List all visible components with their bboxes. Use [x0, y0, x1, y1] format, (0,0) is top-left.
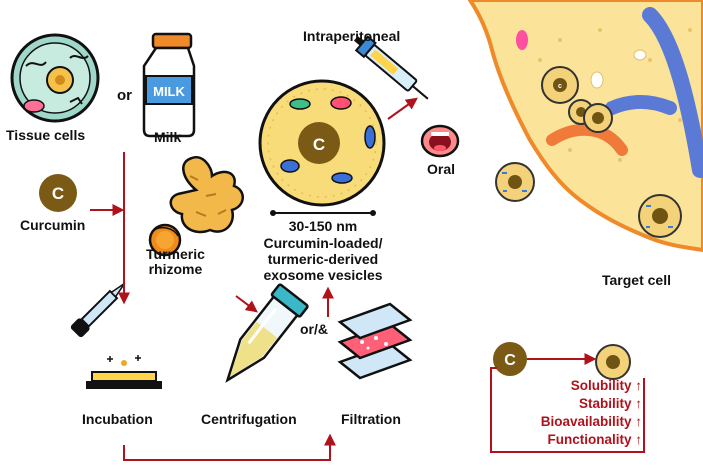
oral-label: Oral	[427, 161, 456, 177]
tissue-cell-icon	[10, 33, 100, 123]
exosome-size-label: 30-150 nm	[288, 218, 358, 234]
internal-vesicle-3	[583, 103, 613, 133]
centrifuge-tube-icon	[225, 283, 309, 383]
intraperitoneal-label: Intraperitoneal	[303, 28, 401, 44]
svg-text:C: C	[52, 184, 64, 203]
target-cell: c	[467, 0, 703, 253]
target-cell-label: Target cell	[602, 272, 671, 288]
mouth-icon	[420, 124, 460, 158]
curcumin-label: Curcumin	[20, 217, 86, 233]
turmeric-label: Turmeric rhizome	[146, 246, 205, 277]
filtration-label: Filtration	[341, 411, 401, 427]
membrane-vesicle-1	[495, 162, 535, 202]
benefit-solubility: Solubility ↑	[570, 378, 642, 393]
internal-vesicle-1: c	[541, 66, 579, 104]
petri-dish-icon	[86, 371, 162, 389]
arrow-turmeric-to-centrifugation	[235, 295, 258, 313]
exosome-description-line3: exosome vesicles	[263, 267, 383, 283]
milk-bottle-label: MILK	[153, 84, 185, 99]
size-scale-bar	[270, 210, 376, 216]
benefit-stability: Stability ↑	[578, 396, 642, 411]
benefits-diagram: C	[490, 342, 645, 453]
centrifugation-label: Centrifugation	[201, 411, 297, 427]
benefit-functionality: Functionality ↑	[547, 432, 643, 447]
or-label: or	[117, 87, 132, 104]
svg-text:c: c	[558, 83, 562, 90]
arrow-incubation-to-filtration	[123, 433, 336, 461]
membrane-vesicle-2	[638, 194, 682, 238]
incubation-label: Incubation	[82, 411, 153, 427]
curcumin-icon: C	[39, 174, 77, 212]
pipette-icon	[70, 282, 141, 366]
tissue-cells-label: Tissue cells	[6, 127, 86, 143]
exosome-vesicle-icon: C	[258, 79, 386, 207]
or-and-label: or/&	[300, 321, 328, 337]
filter-layers-icon	[337, 302, 413, 380]
arrow-exosome-to-routes	[387, 97, 418, 120]
syringe-icon	[353, 35, 429, 100]
svg-text:C: C	[313, 135, 325, 154]
benefit-vesicle-icon	[595, 344, 631, 380]
milk-label: Milk	[154, 129, 182, 145]
turmeric-icon	[148, 155, 244, 257]
flow-arrows	[90, 97, 597, 461]
exosome-description-line1: Curcumin-loaded/	[263, 235, 383, 251]
milk-bottle-icon: MILK	[142, 32, 196, 138]
benefits-list: Solubility ↑ Stability ↑ Bioavailability…	[496, 378, 642, 450]
svg-text:C: C	[504, 352, 516, 369]
exosome-description-line2: turmeric-derived	[267, 251, 379, 267]
benefit-bioavailability: Bioavailability ↑	[540, 414, 642, 429]
